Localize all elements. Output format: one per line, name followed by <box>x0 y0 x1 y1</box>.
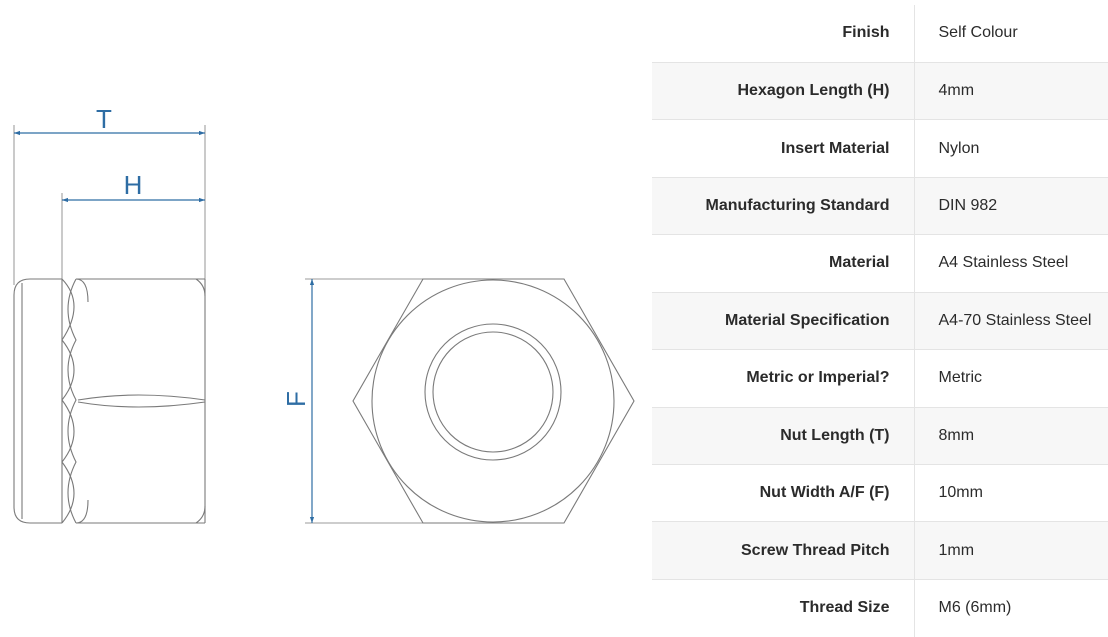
spec-value-material: A4 Stainless Steel <box>914 234 1108 293</box>
table-row: Metric or Imperial? Metric <box>652 349 1108 408</box>
dimension-f: F <box>281 279 315 523</box>
spec-value-material-specification: A4-70 Stainless Steel <box>914 291 1108 350</box>
spec-label-manufacturing-standard: Manufacturing Standard <box>652 176 915 235</box>
spec-value-thread-size: M6 (6mm) <box>914 578 1108 637</box>
dimension-t: T <box>14 104 205 136</box>
table-row: Material A4 Stainless Steel <box>652 234 1108 293</box>
spec-value-screw-thread-pitch: 1mm <box>914 521 1108 580</box>
spec-label-nut-length: Nut Length (T) <box>652 406 915 465</box>
dimension-t-label: T <box>96 104 112 134</box>
table-row: Nut Length (T) 8mm <box>652 406 1108 465</box>
table-row: Hexagon Length (H) 4mm <box>652 61 1108 120</box>
table-row: Insert Material Nylon <box>652 119 1108 178</box>
spec-label-metric-or-imperial: Metric or Imperial? <box>652 349 915 408</box>
spec-label-screw-thread-pitch: Screw Thread Pitch <box>652 521 915 580</box>
spec-label-thread-size: Thread Size <box>652 578 915 637</box>
spec-value-manufacturing-standard: DIN 982 <box>914 176 1108 235</box>
spec-value-finish: Self Colour <box>938 24 1018 42</box>
spec-label-finish: Finish <box>652 5 915 63</box>
table-row: Manufacturing Standard DIN 982 <box>652 176 1108 235</box>
table-row: Thread Size M6 (6mm) <box>652 578 1108 637</box>
spec-label-hexagon-length: Hexagon Length (H) <box>652 61 915 120</box>
spec-value-insert-material: Nylon <box>914 119 1108 178</box>
spec-label-nut-width: Nut Width A/F (F) <box>652 463 915 522</box>
table-row: Material Specification A4-70 Stainless S… <box>652 291 1108 350</box>
nut-side-view <box>13 125 206 524</box>
spec-value-hexagon-length: 4mm <box>914 61 1108 120</box>
table-row: Screw Thread Pitch 1mm <box>652 521 1108 580</box>
spec-value-nut-length: 8mm <box>914 406 1108 465</box>
nut-technical-drawing: T H F <box>13 104 635 524</box>
dimension-h-label: H <box>124 170 143 200</box>
specification-table: Finish Self Colour Hexagon Length (H) 4m… <box>652 5 1108 637</box>
spec-value-nut-width: 10mm <box>914 463 1108 522</box>
table-row: Finish Self Colour <box>652 5 1108 63</box>
nut-front-view <box>305 278 635 524</box>
spec-label-material-specification: Material Specification <box>652 291 915 350</box>
table-row: Nut Width A/F (F) 10mm <box>652 463 1108 522</box>
spec-value-metric-or-imperial: Metric <box>914 349 1108 408</box>
spec-label-insert-material: Insert Material <box>652 119 915 178</box>
dimension-h: H <box>62 170 205 203</box>
spec-label-material: Material <box>652 234 915 293</box>
dimension-f-label: F <box>281 391 311 407</box>
